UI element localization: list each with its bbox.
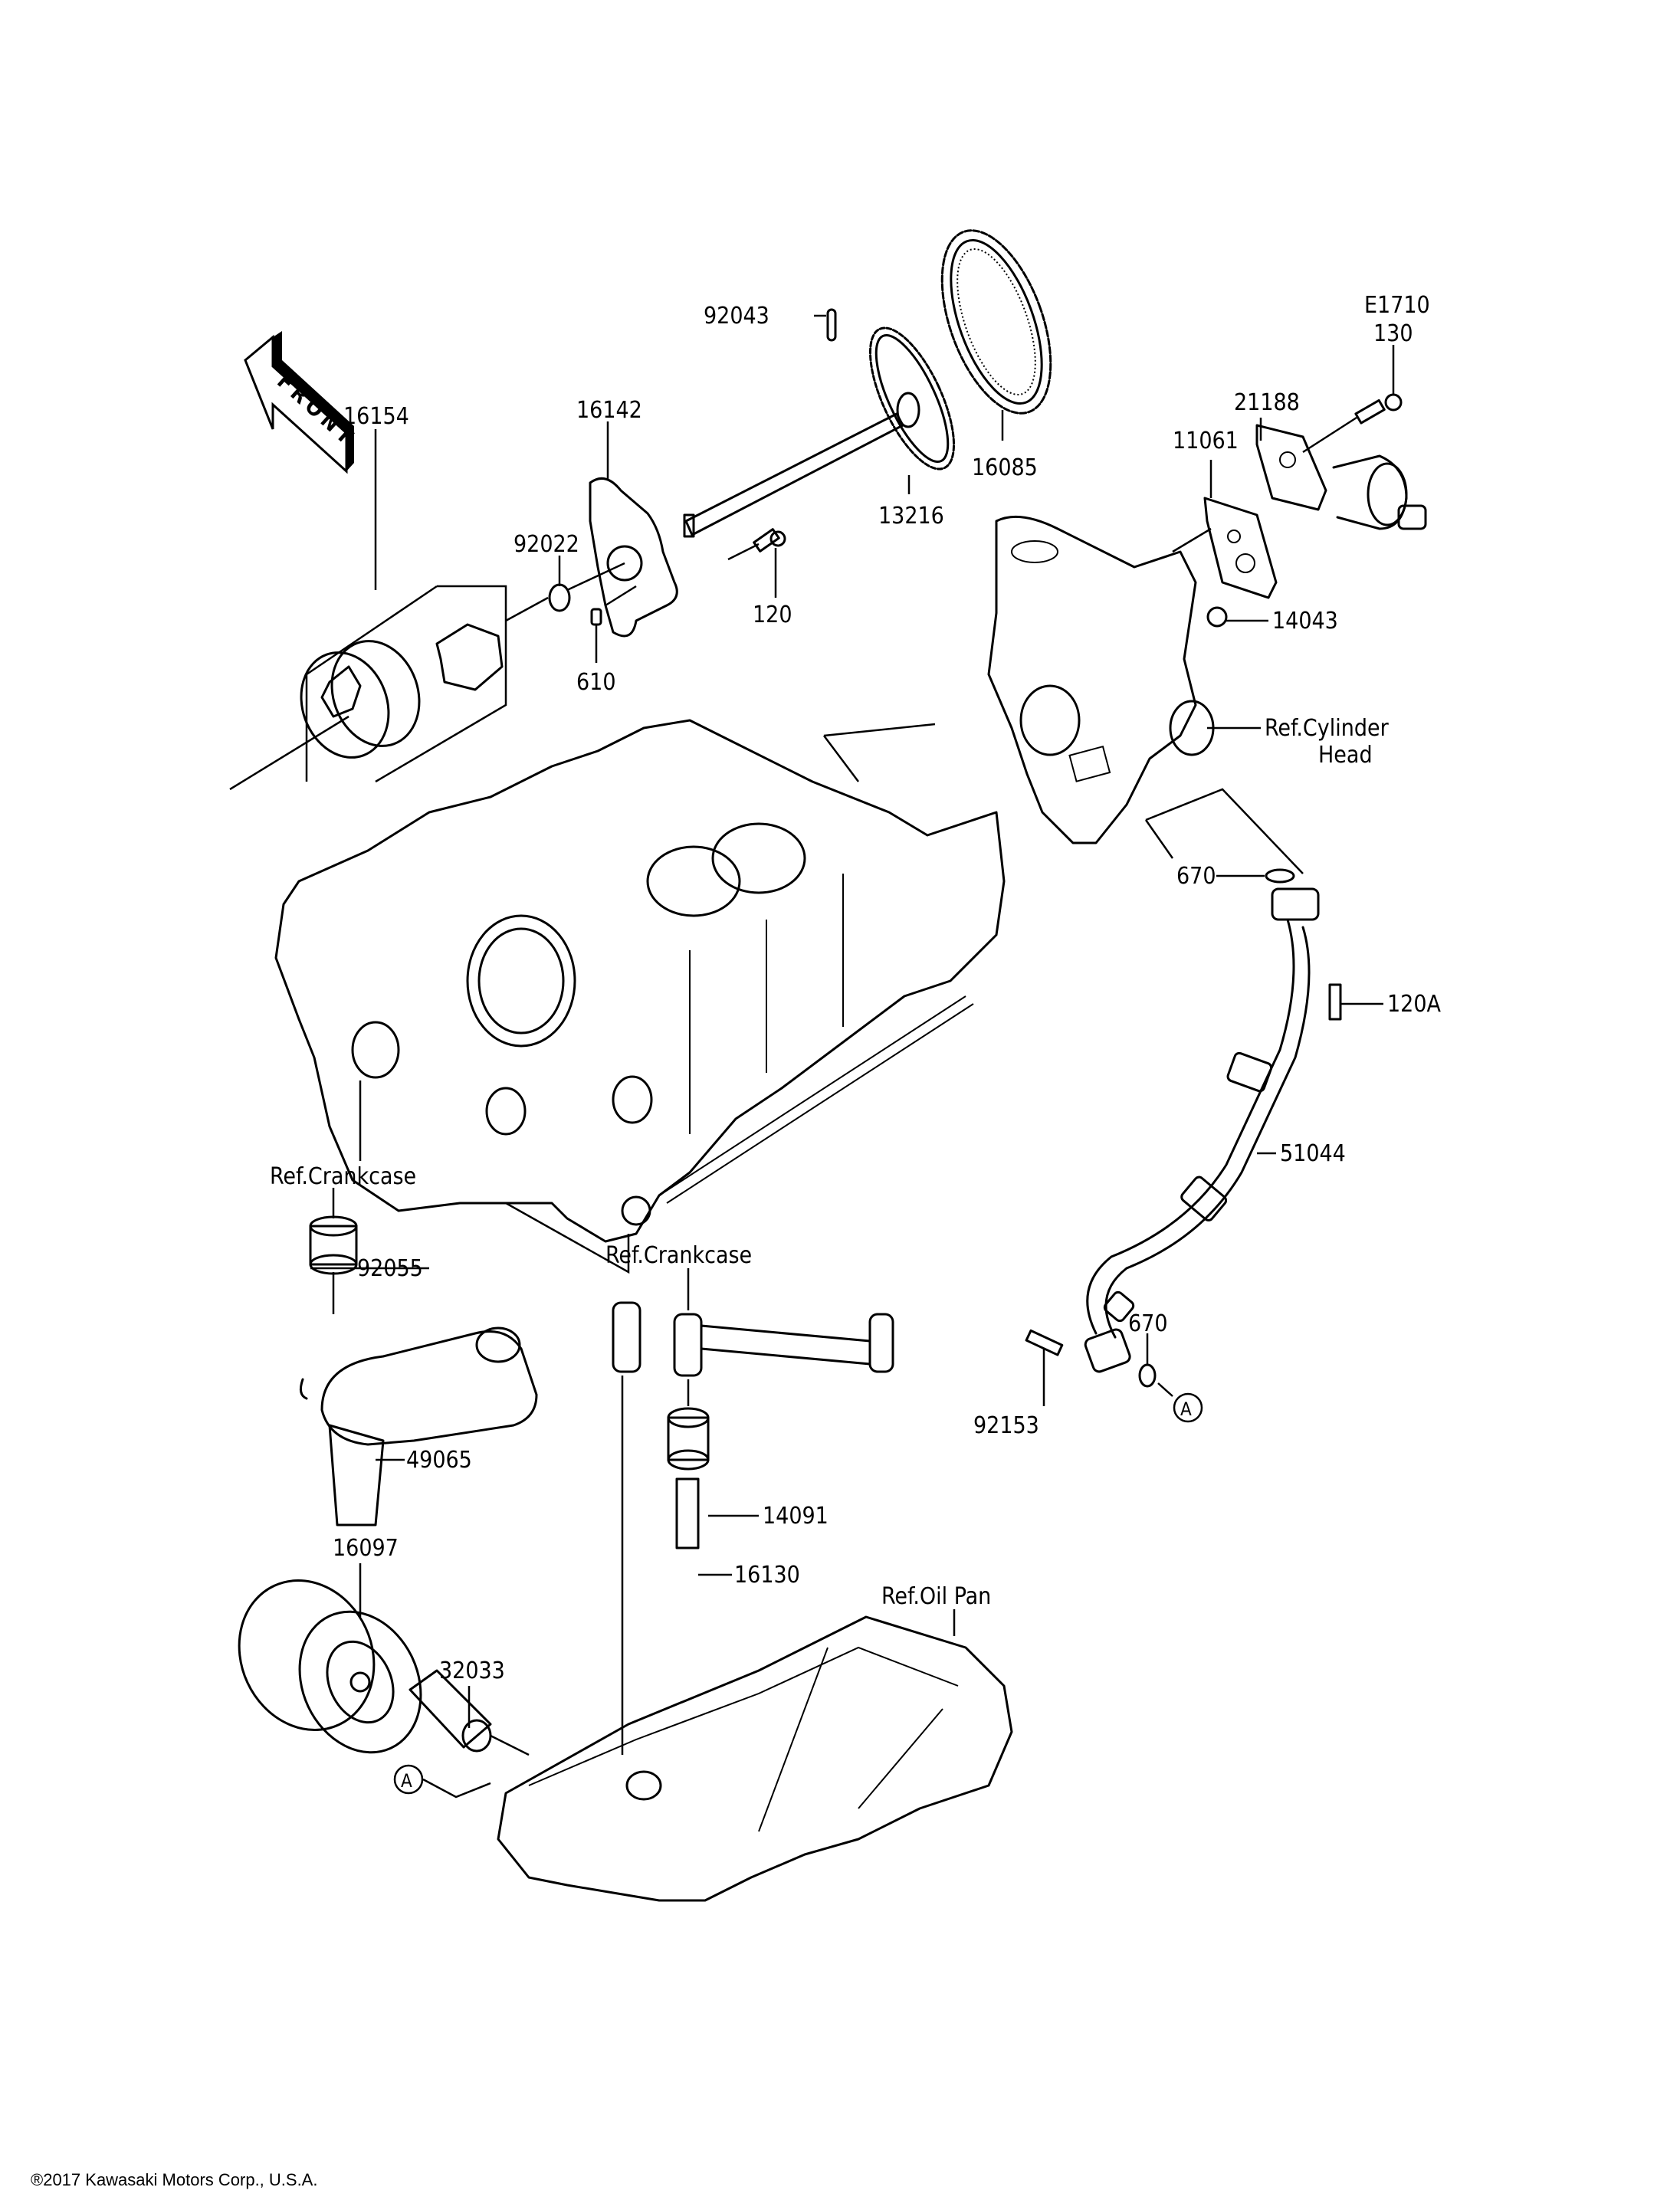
callout-16130[interactable]: 16130	[734, 1562, 800, 1589]
oil-filter-16097	[238, 1579, 422, 1754]
cover-21188	[1255, 424, 1327, 511]
callout-E1710[interactable]: E1710	[1364, 292, 1430, 319]
callout-ref-oil-pan[interactable]: Ref.Oil Pan	[881, 1583, 991, 1610]
callout-130[interactable]: 130	[1373, 320, 1413, 347]
oil-strainer-49065	[299, 1326, 538, 1526]
bolt-130	[1354, 393, 1403, 425]
callout-14043[interactable]: 14043	[1272, 608, 1338, 635]
callout-92022[interactable]: 92022	[514, 531, 579, 558]
callout-49065[interactable]: 49065	[406, 1447, 472, 1474]
marker-a-label: A	[401, 1770, 412, 1792]
oil-pan-ref	[497, 1615, 1013, 1902]
gasket-11061	[1203, 497, 1278, 599]
bolt-120	[753, 528, 786, 553]
gear-13216	[868, 326, 956, 471]
washer-92022	[548, 583, 571, 612]
callout-120[interactable]: 120	[753, 602, 792, 628]
callout-16097[interactable]: 16097	[333, 1535, 399, 1562]
pump-cover-16142	[589, 477, 678, 638]
spacer-14091	[667, 1407, 710, 1471]
nut-14043	[1206, 606, 1228, 628]
o-ring-670-lower	[1138, 1363, 1157, 1388]
callouts: 92043 16085 13216 16142 92022 16154 120 …	[270, 292, 1442, 1795]
callout-16085[interactable]: 16085	[972, 454, 1038, 481]
crankcase-ref	[274, 719, 1006, 1243]
dowel-610	[590, 608, 602, 626]
front-arrow-icon: FRONT	[244, 331, 361, 474]
bolt-120A	[1328, 983, 1342, 1021]
outer-rotor	[300, 651, 390, 759]
callout-92153[interactable]: 92153	[973, 1412, 1039, 1439]
callout-ref-cylinder-head-line2[interactable]: Head	[1318, 742, 1373, 769]
oil-hose-51044	[1084, 887, 1320, 1373]
cylinder-head-ref	[987, 515, 1215, 844]
reference-marker-a-right: A	[1173, 1392, 1203, 1423]
callout-670-upper[interactable]: 670	[1176, 863, 1216, 890]
callout-120A[interactable]: 120A	[1387, 991, 1442, 1018]
o-ring-670-upper	[1265, 868, 1295, 884]
callout-670-lower[interactable]: 670	[1128, 1310, 1168, 1337]
callout-ref-crankcase-left[interactable]: Ref.Crankcase	[270, 1163, 416, 1190]
inner-rotor	[435, 623, 504, 691]
callout-13216[interactable]: 13216	[878, 503, 944, 530]
oil-pipe-assembly	[612, 1301, 894, 1377]
callout-ref-crankcase-middle[interactable]: Ref.Crankcase	[605, 1242, 752, 1269]
callout-51044[interactable]: 51044	[1280, 1140, 1346, 1167]
callout-11061[interactable]: 11061	[1173, 428, 1239, 454]
callout-14091[interactable]: 14091	[763, 1503, 829, 1530]
copyright-notice: ®2017 Kawasaki Motors Corp., U.S.A.	[31, 2170, 318, 2189]
pump-shaft	[683, 412, 904, 538]
relief-valve-16130	[675, 1477, 700, 1549]
callout-92055[interactable]: 92055	[357, 1255, 423, 1282]
callout-ref-cylinder-head-line1[interactable]: Ref.Cylinder	[1265, 715, 1390, 742]
oil-control-valve	[1332, 454, 1427, 530]
callout-16142[interactable]: 16142	[576, 397, 642, 424]
reference-marker-a-left: A	[393, 1764, 424, 1795]
callout-92043[interactable]: 92043	[704, 303, 769, 330]
bolt-92153	[1025, 1329, 1064, 1356]
callout-32033[interactable]: 32033	[439, 1658, 505, 1684]
pin-92043	[826, 308, 837, 342]
callout-21188[interactable]: 21188	[1234, 389, 1300, 416]
callout-16154[interactable]: 16154	[343, 403, 409, 430]
callout-610[interactable]: 610	[576, 669, 616, 696]
marker-a-label: A	[1180, 1399, 1192, 1420]
seal-92055	[309, 1215, 358, 1275]
